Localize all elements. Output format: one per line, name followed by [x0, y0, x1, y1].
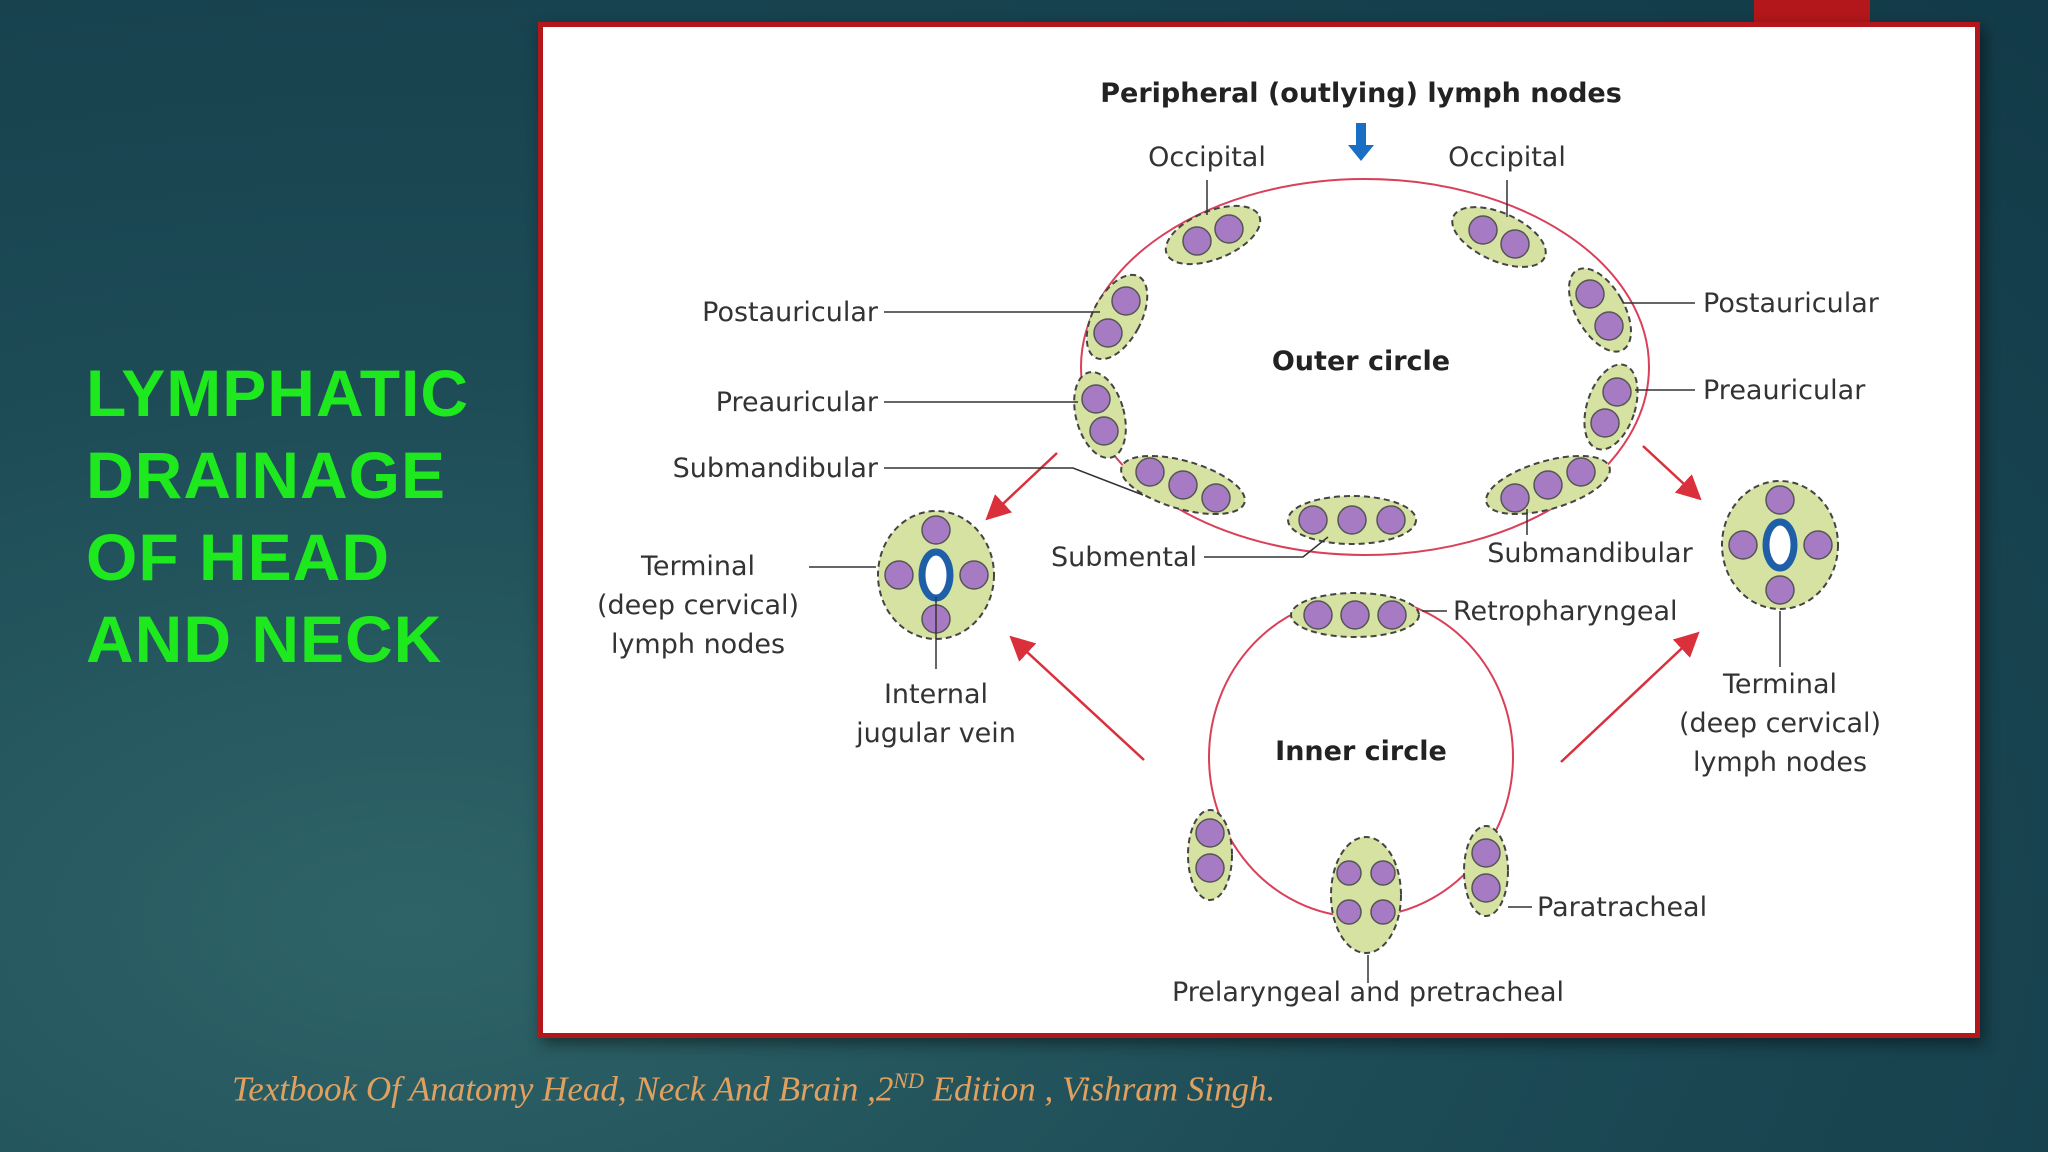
label-terminal-right-3: lymph nodes: [1693, 747, 1867, 778]
occipital-left-nodes: [1164, 204, 1262, 266]
inner-circle-label: Inner circle: [1275, 736, 1447, 767]
diagram-heading: Peripheral (outlying) lymph nodes: [1100, 78, 1622, 109]
label-terminal-left-3: lymph nodes: [611, 629, 785, 660]
submental-nodes: [1287, 495, 1417, 545]
top-accent-bar: [1754, 0, 1870, 22]
postauricular-right-nodes: [1568, 267, 1632, 353]
submandibular-left-nodes: [1120, 454, 1246, 516]
diagram-frame: Peripheral (outlying) lymph nodes Outer …: [538, 22, 1980, 1038]
label-paratracheal: Paratracheal: [1537, 892, 1707, 923]
title-line-1: LYMPHATIC: [86, 356, 470, 430]
slide-title: LYMPHATIC DRAINAGE OF HEAD AND NECK: [86, 352, 526, 680]
label-occipital-right: Occipital: [1448, 142, 1566, 173]
prelaryngeal-nodes: [1330, 836, 1402, 954]
label-occipital-left: Occipital: [1148, 142, 1266, 173]
drainage-arrow-lower-right: [1560, 631, 1700, 763]
citation-prefix: Textbook Of Anatomy Head, Neck And Brain…: [232, 1069, 894, 1109]
label-submandibular-left: Submandibular: [673, 453, 879, 484]
postauricular-left-nodes: [1085, 273, 1149, 361]
label-prelaryngeal: Prelaryngeal and pretracheal: [1172, 977, 1564, 1008]
label-internal-jugular-1: Internal: [884, 679, 988, 710]
down-arrow-icon: [1348, 123, 1374, 161]
preauricular-right-nodes: [1583, 363, 1639, 451]
label-terminal-right-2: (deep cervical): [1679, 708, 1881, 739]
outer-circle-label: Outer circle: [1272, 346, 1450, 377]
label-preauricular-right: Preauricular: [1703, 375, 1866, 406]
label-submental: Submental: [1051, 542, 1197, 573]
label-terminal-left-2: (deep cervical): [597, 590, 799, 621]
citation-superscript: ND: [893, 1068, 924, 1093]
label-postauricular-right: Postauricular: [1703, 288, 1880, 319]
preauricular-left-nodes: [1073, 371, 1127, 459]
drainage-arrow-upper-left: [985, 452, 1058, 521]
retropharyngeal-nodes: [1290, 592, 1420, 638]
submandibular-right-nodes: [1485, 454, 1611, 516]
terminal-left-nodes: [877, 510, 995, 640]
label-postauricular-left: Postauricular: [702, 297, 879, 328]
label-terminal-left-1: Terminal: [640, 551, 755, 582]
label-preauricular-left: Preauricular: [716, 387, 879, 418]
drainage-arrow-lower-left: [1009, 635, 1145, 761]
occipital-right-nodes: [1451, 206, 1547, 268]
label-terminal-right-1: Terminal: [1722, 669, 1837, 700]
leader-lines: [809, 180, 1781, 983]
label-submandibular-right: Submandibular: [1487, 538, 1693, 569]
lymph-drainage-diagram: Peripheral (outlying) lymph nodes Outer …: [597, 78, 1881, 1008]
drainage-arrow-upper-right: [1642, 445, 1702, 501]
title-line-2: DRAINAGE: [86, 438, 447, 512]
paratracheal-nodes: [1463, 825, 1509, 917]
terminal-right-nodes: [1721, 480, 1839, 610]
title-line-4: AND NECK: [86, 602, 443, 676]
label-retropharyngeal: Retropharyngeal: [1453, 596, 1678, 627]
citation: Textbook Of Anatomy Head, Neck And Brain…: [232, 1068, 1275, 1110]
label-internal-jugular-2: jugular vein: [855, 718, 1016, 749]
inner-left-nodes: [1187, 809, 1233, 901]
title-line-3: OF HEAD: [86, 520, 390, 594]
outer-circle: [1080, 178, 1650, 556]
citation-suffix: Edition , Vishram Singh.: [923, 1069, 1276, 1109]
